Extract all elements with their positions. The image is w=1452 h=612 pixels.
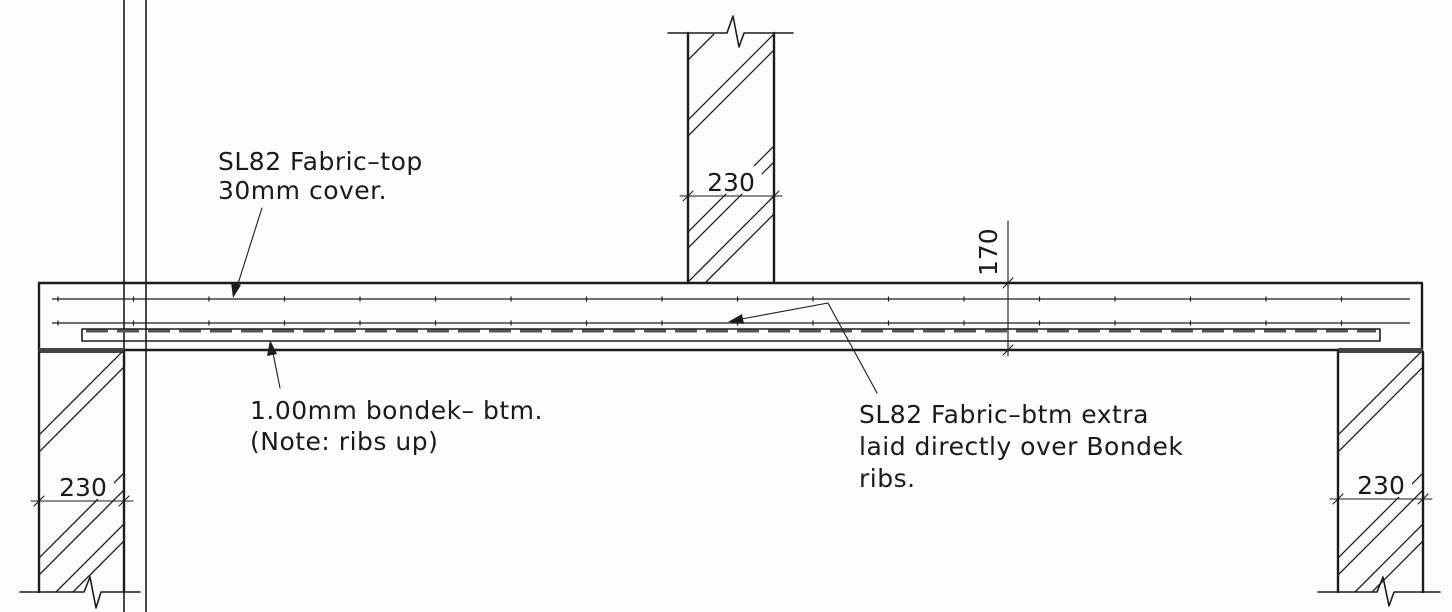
- leader-top-fabric: SL82 Fabric–top 30mm cover.: [218, 147, 423, 298]
- top-fabric-label-1: SL82 Fabric–top: [218, 147, 423, 176]
- leader-bottom-fabric: SL82 Fabric–btm extra laid directly over…: [728, 302, 1183, 493]
- top-wall: 230: [667, 15, 794, 285]
- btm-fabric-label-3: ribs.: [859, 464, 916, 493]
- left-wall-hatch: [39, 352, 124, 592]
- top-fabric-label-2: 30mm cover.: [218, 176, 387, 205]
- leader-bondek: 1.00mm bondek– btm. (Note: ribs up): [250, 340, 543, 456]
- fabric-bar-ticks: [57, 296, 1343, 326]
- bondek-label-2: (Note: ribs up): [250, 427, 438, 456]
- slab-thickness-dimension: 170: [974, 220, 1014, 357]
- left-wall: 230: [19, 348, 141, 609]
- right-wall: 230: [1317, 348, 1441, 607]
- concrete-slab: [37, 281, 1424, 352]
- grid-lines: [123, 0, 147, 612]
- slab-thickness-label: 170: [974, 228, 1003, 276]
- btm-fabric-label-2: laid directly over Bondek: [859, 432, 1183, 461]
- top-wall-hatch: [688, 33, 774, 283]
- btm-fabric-label-1: SL82 Fabric–btm extra: [859, 400, 1149, 429]
- bondek-label-1: 1.00mm bondek– btm.: [250, 396, 543, 425]
- wall-right-width-label: 230: [1357, 471, 1405, 500]
- wall-top-width-label: 230: [707, 168, 755, 197]
- wall-left-width-label: 230: [59, 473, 107, 502]
